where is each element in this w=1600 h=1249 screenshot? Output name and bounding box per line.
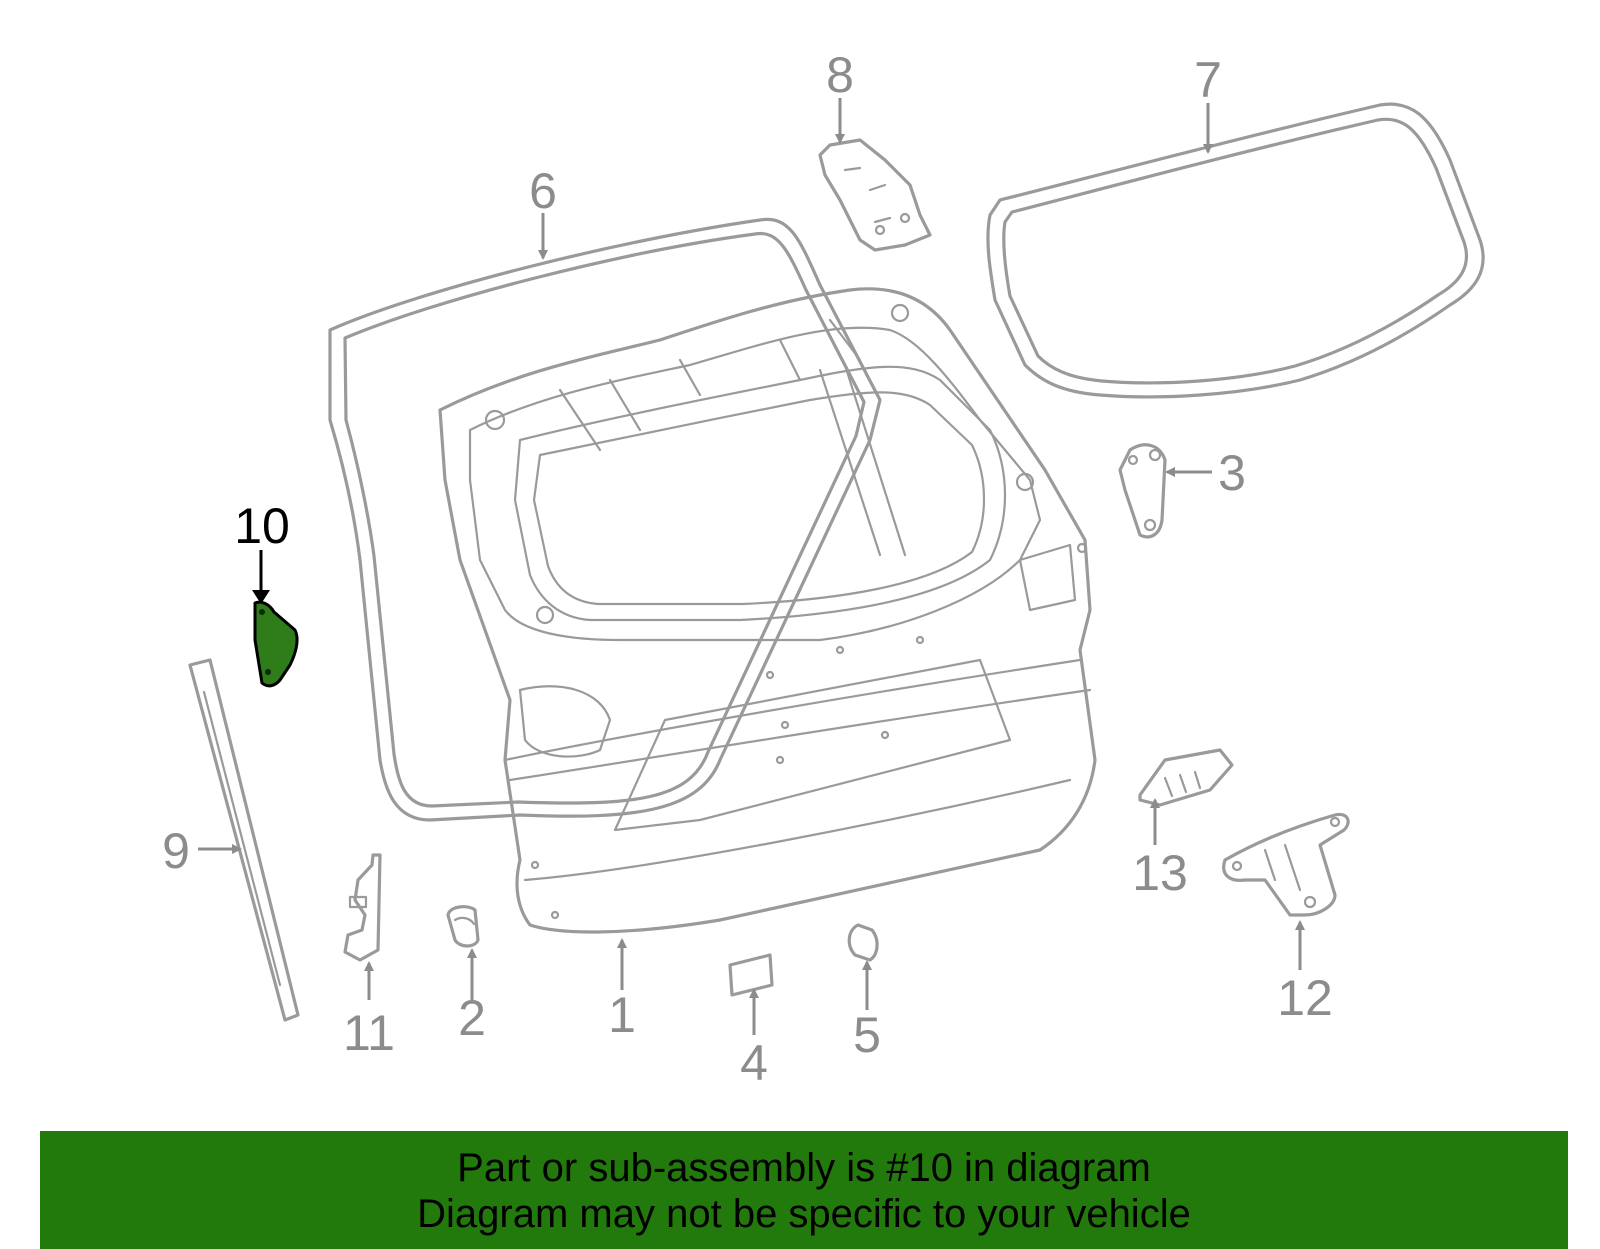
banner-line-1: Part or sub-assembly is #10 in diagram xyxy=(457,1146,1151,1190)
callout-4: 4 xyxy=(740,1035,768,1091)
callout-11: 11 xyxy=(343,1005,395,1061)
banner-line-2: Diagram may not be specific to your vehi… xyxy=(417,1192,1191,1236)
part-13-switch xyxy=(1138,748,1234,807)
part-5-clip xyxy=(847,923,879,962)
callout-2: 2 xyxy=(458,990,486,1046)
part-11-bracket xyxy=(343,853,382,962)
callout-5: 5 xyxy=(853,1007,881,1063)
info-banner: Part or sub-assembly is #10 in diagram D… xyxy=(40,1131,1568,1249)
part-1-liftgate xyxy=(438,287,1097,934)
part-3-hinge xyxy=(1118,443,1167,539)
part-12-latch xyxy=(1222,812,1350,917)
leader-arrowhead-10 xyxy=(252,590,270,604)
part-4-pad xyxy=(728,953,774,997)
part-7-window-glass xyxy=(986,102,1485,399)
callout-10: 10 xyxy=(234,498,290,554)
part-8-bracket xyxy=(818,138,932,252)
callout-1: 1 xyxy=(608,987,636,1043)
callout-9: 9 xyxy=(162,823,190,879)
part-6-weatherstrip xyxy=(328,217,882,822)
part-9-support-strut xyxy=(188,658,300,1022)
callout-7: 7 xyxy=(1194,52,1222,108)
callout-12: 12 xyxy=(1277,970,1333,1026)
callout-3: 3 xyxy=(1218,445,1246,501)
part-2-bumper xyxy=(446,905,480,948)
callout-13: 13 xyxy=(1132,845,1188,901)
callout-6: 6 xyxy=(529,163,557,219)
part-10-highlighted-bracket xyxy=(253,600,299,688)
callout-8: 8 xyxy=(826,47,854,103)
